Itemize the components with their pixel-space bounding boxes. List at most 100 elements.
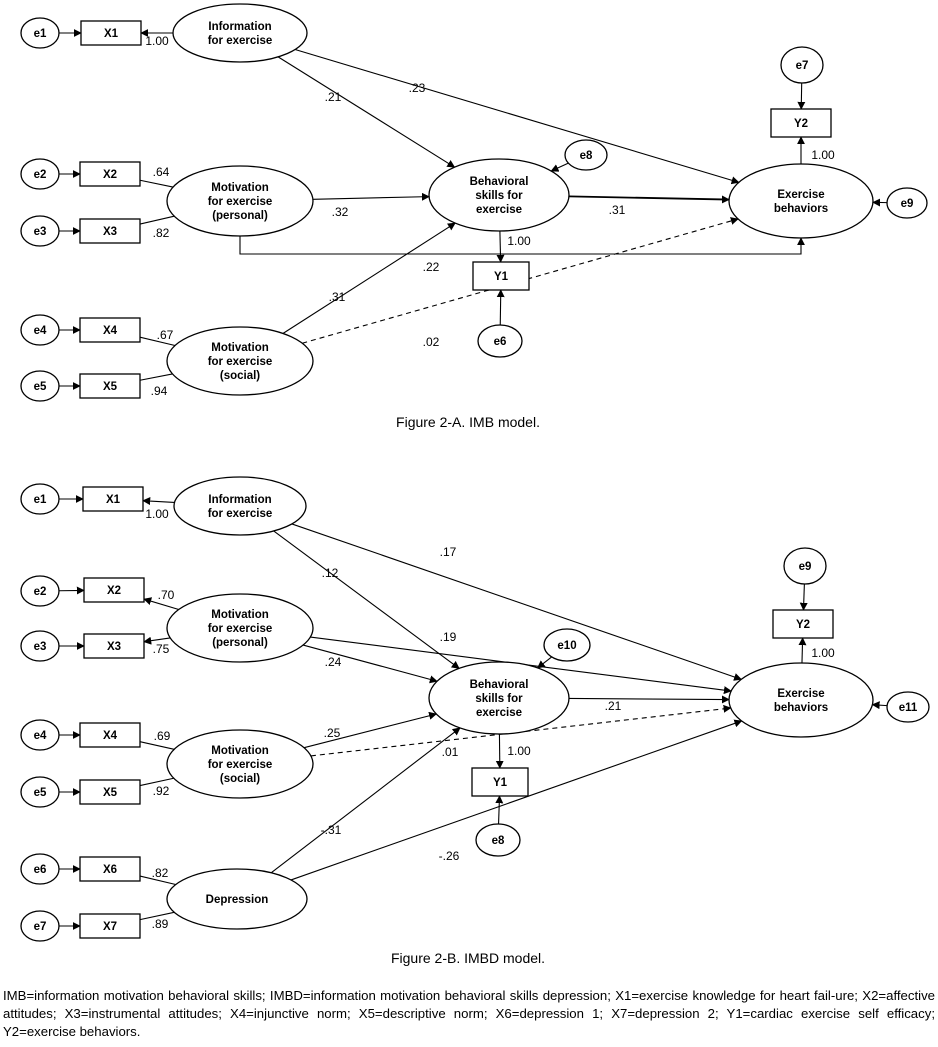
indicator-box	[79, 161, 141, 187]
node-label: e11	[899, 702, 918, 714]
path-coefficient: .19	[440, 630, 457, 644]
node-label: behaviors	[774, 702, 828, 714]
error-circle	[780, 46, 824, 84]
error-circle	[20, 575, 60, 607]
error-term-e8: e8	[475, 823, 521, 857]
observed-indicator-x3: X3	[79, 218, 141, 244]
path-coefficient: .69	[154, 729, 171, 743]
path-mots-to-x4	[139, 741, 175, 750]
path-motp-to-bs	[302, 644, 438, 684]
path-coefficient: .92	[153, 784, 170, 798]
error-term-e10: e10	[543, 628, 591, 662]
node-label: for exercise	[208, 759, 273, 771]
observed-indicator-x1: X1	[82, 486, 144, 512]
error-circle	[20, 630, 60, 662]
node-label: exercise	[476, 707, 522, 719]
footnote: IMB=information motivation behavioral sk…	[3, 988, 935, 1039]
observed-indicator-x5: X5	[79, 779, 141, 805]
node-label: X2	[103, 169, 117, 181]
path-coefficient: .31	[609, 203, 626, 217]
path-e8-to-bs	[550, 162, 569, 172]
node-label: e4	[34, 730, 47, 742]
path-dep-to-eb	[290, 719, 743, 881]
observed-indicator-y1: Y1	[471, 767, 529, 797]
error-term-e1: e1	[20, 17, 60, 49]
node-label: X2	[107, 585, 121, 597]
path-coefficient: 1.00	[507, 234, 531, 248]
path-coefficients: .23.211.00.64.82.32.22.31.311.00.67.94.0…	[145, 34, 835, 398]
node-label: X1	[104, 28, 119, 40]
node-label: X7	[103, 921, 117, 933]
path-coefficient: 1.00	[145, 34, 169, 48]
error-term-e3: e3	[20, 215, 60, 247]
error-circle	[20, 910, 60, 942]
path-coefficient: .64	[153, 165, 170, 179]
construct-ellipse	[428, 158, 570, 232]
node-label: Y1	[493, 777, 508, 789]
indicator-box	[82, 486, 144, 512]
node-label: X4	[103, 325, 118, 337]
node-label: X1	[106, 494, 121, 506]
error-circle	[477, 324, 523, 358]
error-term-e4: e4	[20, 719, 60, 751]
figure-caption: Figure 2-B. IMBD model.	[391, 950, 545, 966]
observed-indicator-x1: X1	[80, 20, 142, 46]
path-eb-to-y2	[798, 637, 807, 664]
path-motp-to-bs	[312, 192, 430, 201]
error-term-e2: e2	[20, 158, 60, 190]
error-circle	[543, 628, 591, 662]
observed-indicator-y1: Y1	[472, 261, 530, 291]
path-coefficient: 1.00	[507, 744, 531, 758]
error-circle	[886, 187, 928, 219]
construct-ellipse	[728, 662, 874, 738]
error-circle	[20, 776, 60, 808]
path-coefficient: .67	[157, 328, 174, 342]
node-label: X6	[103, 864, 117, 876]
node-label: e5	[34, 787, 47, 799]
path-coefficient: .23	[409, 81, 426, 95]
indicator-box	[83, 633, 145, 659]
error-term-e5: e5	[20, 370, 60, 402]
node-label: e3	[34, 226, 47, 238]
observed-indicator-x7: X7	[79, 913, 141, 939]
path-dep-to-bs	[270, 727, 461, 874]
error-term-e7: e7	[20, 910, 60, 942]
node-label: e6	[494, 336, 507, 348]
node-label: e9	[799, 561, 812, 573]
node-label: Exercise	[777, 189, 824, 201]
path-coefficient: .12	[322, 566, 339, 580]
indicator-box	[79, 722, 141, 748]
path-coefficient: .02	[423, 335, 440, 349]
error-term-e2: e2	[20, 575, 60, 607]
error-circle	[564, 139, 608, 171]
observed-indicator-y2: Y2	[770, 108, 832, 138]
error-term-e11: e11	[886, 691, 930, 723]
node-label: (social)	[220, 370, 260, 382]
construct-ellipse	[166, 165, 314, 237]
node-label: X5	[103, 787, 118, 799]
latent-construct-dep: Depression	[166, 868, 308, 930]
path-coefficient: .21	[325, 90, 342, 104]
path-mots-to-bs	[303, 711, 438, 749]
path-info-to-x1	[142, 497, 175, 506]
path-coefficient: .22	[423, 260, 440, 274]
construct-ellipse	[166, 729, 314, 799]
node-label: Motivation	[211, 342, 269, 354]
path-coefficient: .21	[605, 699, 622, 713]
path-coefficient: .94	[151, 384, 168, 398]
indicator-box	[471, 767, 529, 797]
observed-indicator-x2: X2	[83, 577, 145, 603]
node-label: e2	[34, 169, 47, 181]
construct-ellipse	[166, 868, 308, 930]
node-label: e9	[901, 198, 914, 210]
node-label: for exercise	[208, 356, 273, 368]
node-label: Y2	[794, 118, 808, 130]
indicator-box	[79, 317, 141, 343]
